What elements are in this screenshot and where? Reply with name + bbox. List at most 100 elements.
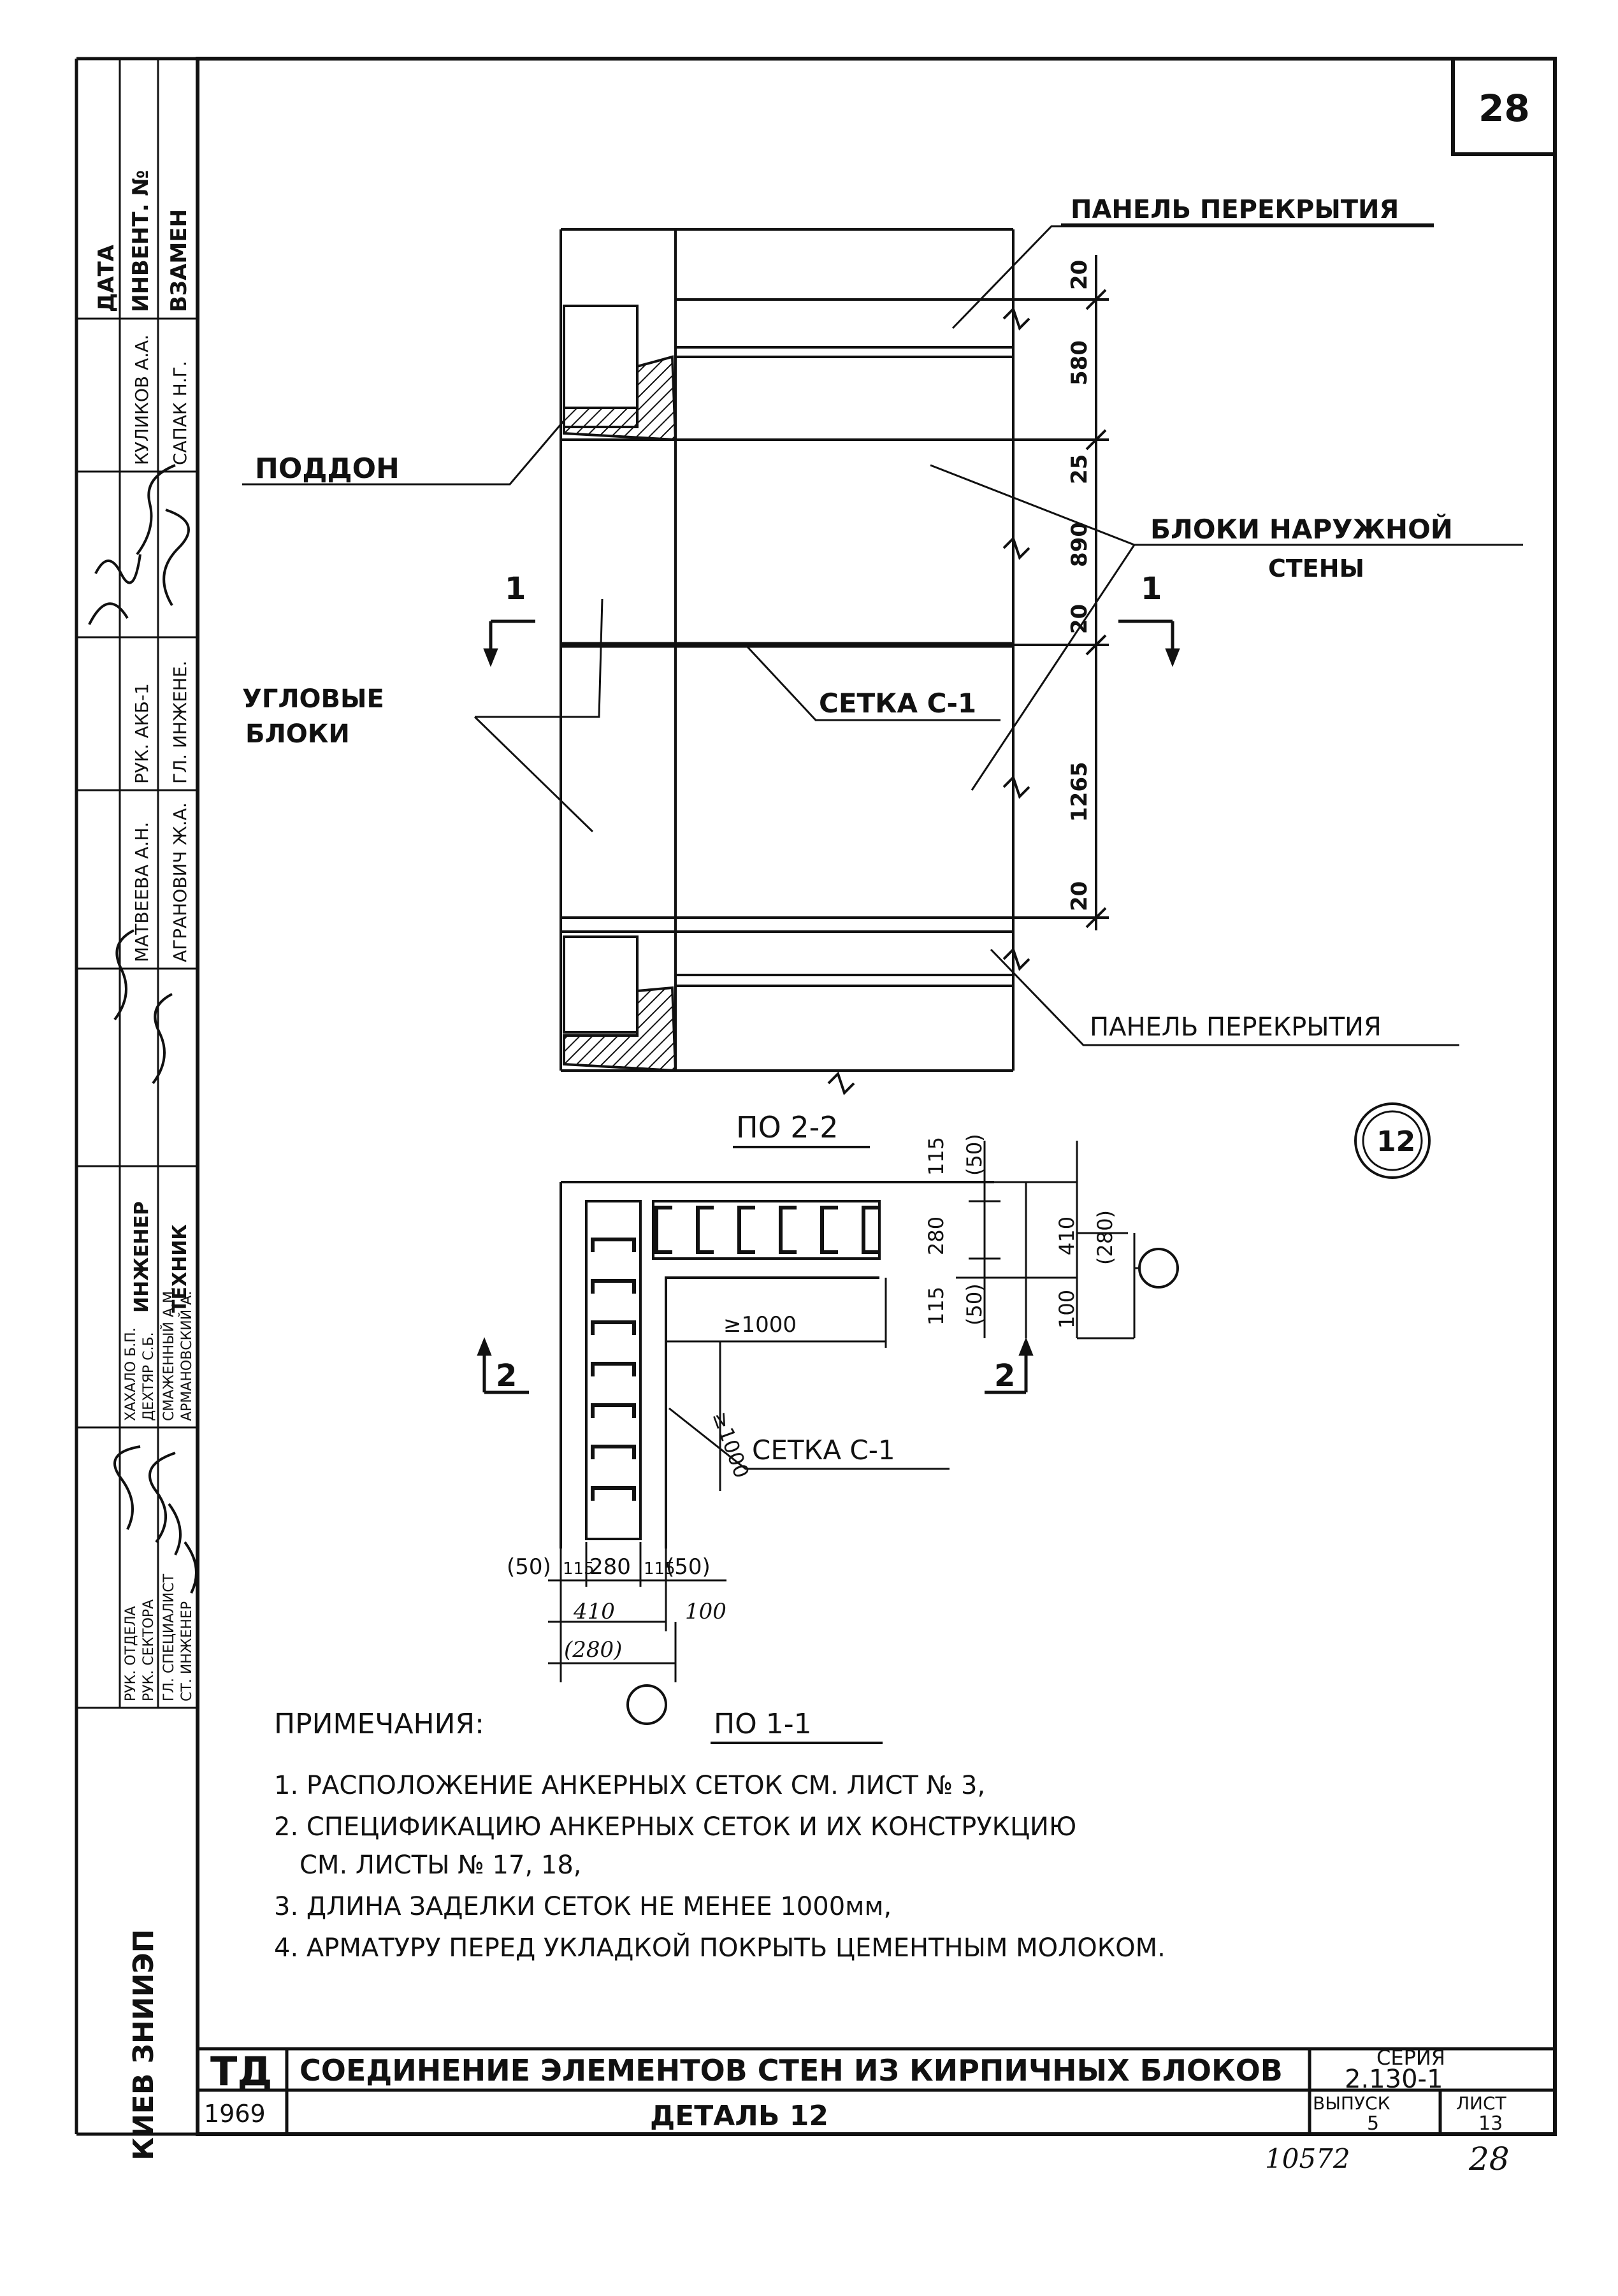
dim-label: 410	[1055, 1217, 1079, 1255]
dim-label: 890	[1067, 522, 1092, 567]
stamp-name: АРМАНОВСКИЙ А.	[178, 1291, 195, 1421]
dim-label: 100	[1055, 1290, 1079, 1329]
cut-mark-2-label-right: 2	[994, 1358, 1015, 1394]
cut-mark-1-right	[1118, 619, 1180, 667]
label-outer-blocks-2: СТЕНЫ	[1268, 554, 1364, 582]
stamp-names-a: КУЛИКОВ А.А. САПАК Н.Г.	[131, 335, 191, 465]
stirrup-bracket	[696, 1206, 714, 1254]
tray-top	[563, 355, 677, 442]
stamp-name: КУЛИКОВ А.А.	[131, 335, 152, 465]
plan-bottom-dims	[548, 1542, 726, 1682]
stirrup-bracket	[820, 1206, 838, 1254]
detail-number: 12	[1376, 1125, 1415, 1158]
plan-right-dim-labels: 115 (50) 280 115 (50) 410 (280) 100	[924, 1134, 1117, 1329]
plan-mesh-leader	[668, 1407, 950, 1470]
dim-label: (50)	[962, 1134, 986, 1176]
elevation-view	[560, 228, 1015, 1072]
cut-mark-2-label-left: 2	[496, 1358, 517, 1394]
dim-anchor-length: ≥1000	[723, 1312, 797, 1338]
stamp-role: СТ. ИНЖЕНЕР	[179, 1601, 195, 1701]
cut-mark-2-left	[477, 1337, 529, 1394]
stamp-role: РУК. СЕКТОРА	[141, 1599, 157, 1701]
stamp-roles-b: РУК. АКБ-1 ГЛ. ИНЖЕНЕ.	[131, 661, 191, 784]
stirrup-bracket	[591, 1362, 636, 1376]
title-year: 1969	[204, 2100, 266, 2128]
dim-label: 115	[563, 1559, 595, 1578]
dim-label: 20	[1067, 604, 1092, 634]
title-block	[198, 2047, 1555, 2134]
note-item: СМ. ЛИСТЫ № 17, 18,	[300, 1851, 582, 1880]
dim-label: (50)	[962, 1283, 986, 1325]
dim-label: 100	[685, 1599, 726, 1624]
dim-label: 20	[1067, 881, 1092, 911]
plan-right-dims	[956, 1141, 1136, 1339]
sheet-value: 13	[1478, 2112, 1503, 2135]
stamp-name: САПАК Н.Г.	[170, 361, 191, 465]
stirrup-bracket	[591, 1320, 636, 1335]
stirrup-bracket	[779, 1206, 797, 1254]
stamp-name: МАТВЕЕВА А.Н.	[131, 822, 152, 962]
stamp-name: ДЕХТЯР С.Б.	[141, 1332, 157, 1421]
label-corner-1: УГЛОВЫЕ	[242, 684, 384, 714]
elevation-dimensions	[1013, 255, 1109, 930]
stamp-role: ТЕХНИК	[169, 1224, 191, 1313]
cut-mark-label-left: 1	[505, 571, 526, 607]
label-outer-blocks-1: БЛОКИ НАРУЖНОЙ	[1150, 513, 1453, 545]
sheet-label: ЛИСТ	[1456, 2093, 1507, 2114]
axis-circle-bottom	[626, 1684, 667, 1725]
sheet-number-box	[1451, 57, 1557, 156]
dim-label: 580	[1067, 340, 1092, 386]
elevation-leaders	[242, 225, 1523, 1046]
elevation-dim-labels: 20 580 25 890 20 1265 20	[1067, 260, 1092, 911]
plan-view	[560, 1181, 994, 1549]
org-name: КИЕВ ЗНИИЭП	[127, 1929, 160, 2160]
stirrup-bracket	[654, 1206, 672, 1254]
sheet-frame	[196, 57, 1557, 2136]
tray-bottom	[563, 986, 677, 1072]
note-item: 3. ДЛИНА ЗАДЕЛКИ СЕТОК НЕ МЕНЕЕ 1000мм,	[274, 1892, 892, 1921]
label-slab-bottom: ПАНЕЛЬ ПЕРЕКРЫТИЯ	[1090, 1013, 1382, 1042]
stirrup-bracket	[737, 1206, 755, 1254]
stamp-invent-label: ИНВЕНТ. №	[128, 170, 154, 312]
series-label: СЕРИЯ	[1376, 2046, 1445, 2070]
label-slab-top: ПАНЕЛЬ ПЕРЕКРЫТИЯ	[1071, 195, 1399, 224]
note-item: 4. АРМАТУРУ ПЕРЕД УКЛАДКОЙ ПОКРЫТЬ ЦЕМЕН…	[274, 1932, 1166, 1963]
label-tray: ПОДДОН	[255, 452, 400, 485]
issue-value: 5	[1367, 2112, 1379, 2135]
stamp-name: СМАЖЕННЫЙ А.М.	[161, 1287, 177, 1421]
plan-mesh-stirrups	[591, 1206, 879, 1501]
stirrup-bracket	[591, 1486, 636, 1501]
note-item: 2. СПЕЦИФИКАЦИЮ АНКЕРНЫХ СЕТОК И ИХ КОНС…	[274, 1812, 1076, 1842]
notes-list: 1. РАСПОЛОЖЕНИЕ АНКЕРНЫХ СЕТОК СМ. ЛИСТ …	[274, 1771, 1166, 1963]
title-subtitle: ДЕТАЛЬ 12	[650, 2100, 828, 2132]
stamp-role: ГЛ. ИНЖЕНЕ.	[170, 661, 191, 784]
stirrup-bracket	[591, 1403, 636, 1418]
label-corner-2: БЛОКИ	[245, 719, 350, 749]
dim-label: 280	[924, 1217, 948, 1255]
label-mesh-elevation: СЕТКА С-1	[819, 688, 976, 719]
stirrup-bracket	[591, 1238, 636, 1252]
stamp-role: ГЛ. СПЕЦИАЛИСТ	[161, 1573, 177, 1701]
issue-label: ВЫПУСК	[1313, 2093, 1390, 2114]
dim-label: 410	[573, 1599, 615, 1624]
dim-label: (50)	[666, 1554, 711, 1580]
stamp-col1: ДАТА ИНВЕНТ. № ВЗАМЕН	[94, 170, 192, 312]
stamp-roles-c: ИНЖЕНЕР ТЕХНИК	[131, 1201, 191, 1313]
detail-circle	[1354, 1102, 1431, 1179]
note-item: 1. РАСПОЛОЖЕНИЕ АНКЕРНЫХ СЕТОК СМ. ЛИСТ …	[274, 1771, 985, 1800]
archive-number: 10572	[1265, 2143, 1350, 2174]
label-mesh-plan: СЕТКА С-1	[752, 1434, 895, 1466]
stamp-name: АГРАНОВИЧ Ж.А.	[170, 802, 191, 962]
stirrup-bracket	[862, 1206, 879, 1254]
anchor-length-dims	[666, 1278, 887, 1491]
stamp-roles-d: РУК. ОТДЕЛА РУК. СЕКТОРА ГЛ. СПЕЦИАЛИСТ …	[123, 1573, 195, 1701]
stamp-role: РУК. ОТДЕЛА	[123, 1606, 139, 1701]
dim-label: 25	[1067, 454, 1092, 484]
stamp-role: РУК. АКБ-1	[131, 683, 152, 784]
plan-title: ПО 2-2	[736, 1110, 839, 1144]
stamp-names-c: ХАХАЛО Б.П. ДЕХТЯР С.Б. СМАЖЕННЫЙ А.М. А…	[123, 1287, 195, 1421]
cut-mark-label-right: 1	[1141, 571, 1162, 607]
dim-label: (50)	[507, 1554, 551, 1580]
notes-heading: ПРИМЕЧАНИЯ:	[274, 1708, 484, 1740]
